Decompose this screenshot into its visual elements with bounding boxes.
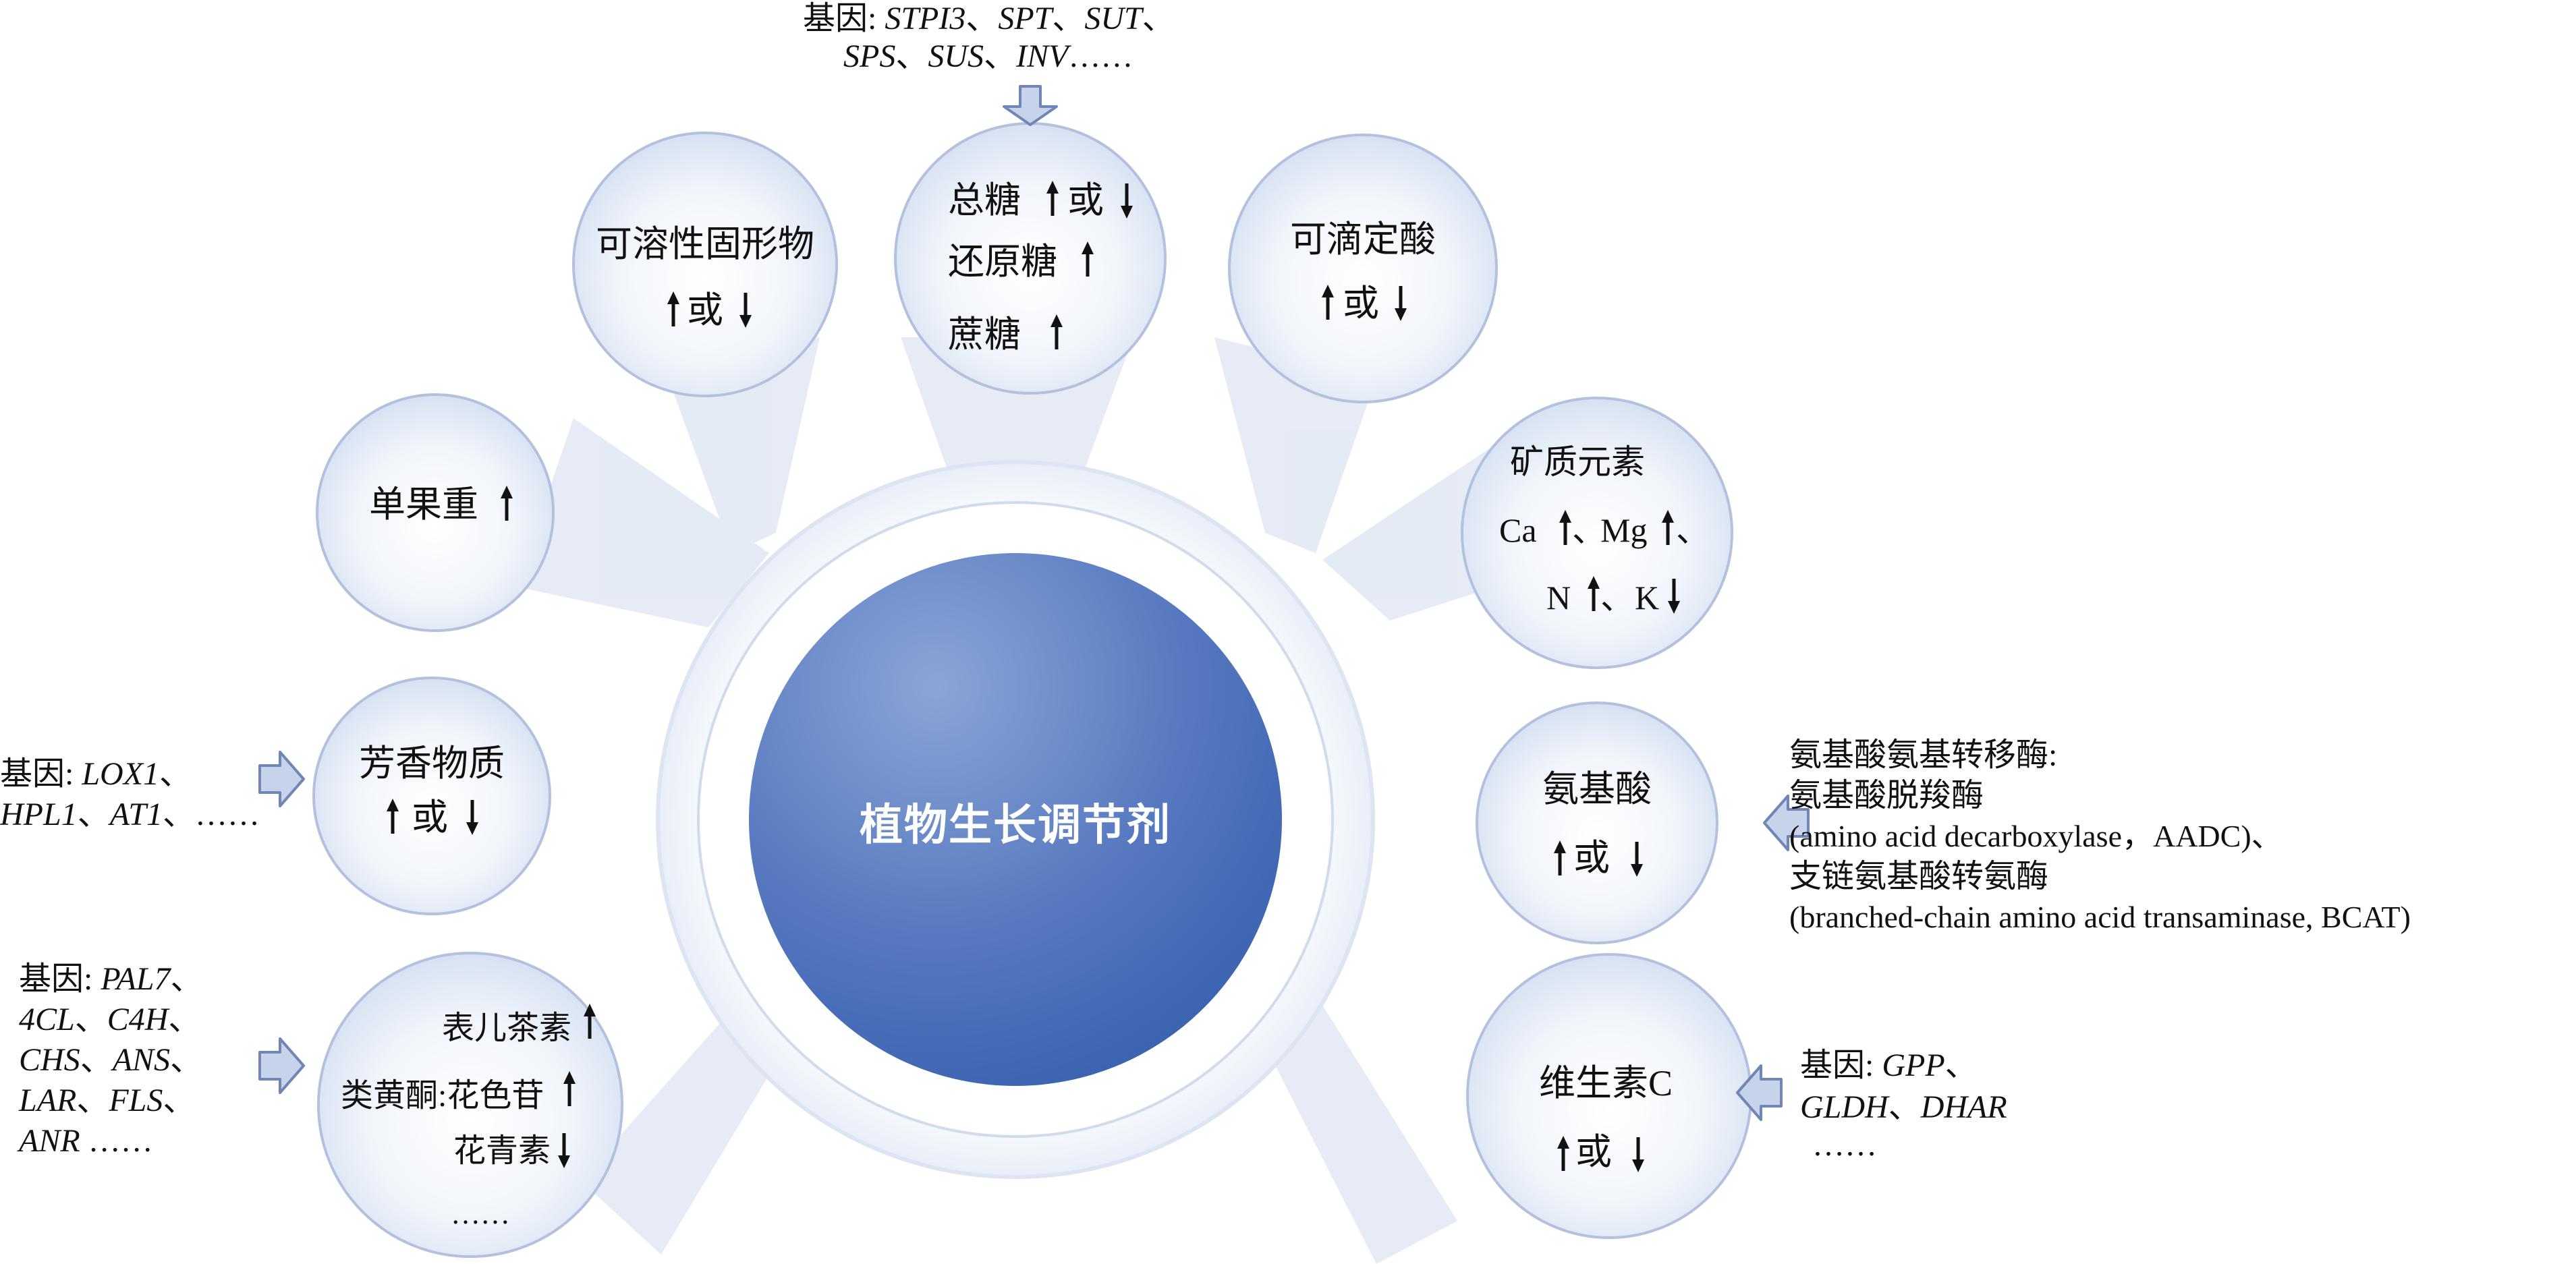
genes-flav-line3: CHS、ANS、 <box>19 1042 203 1078</box>
up-arrow-icon <box>1662 510 1674 545</box>
amino-or-label: 或 <box>1573 838 1610 878</box>
aroma-title: 芳香物质 <box>359 743 505 784</box>
genes-flav-line4: LAR、FLS、 <box>19 1083 196 1118</box>
weight-label: 单果重 <box>369 484 478 525</box>
mineral-title: 矿质元素 <box>1510 443 1645 481</box>
bubbles <box>312 122 1752 1258</box>
down-arrow-icon <box>1121 183 1133 219</box>
center-disc <box>749 553 1282 1086</box>
beam-weight <box>516 418 769 627</box>
arrow-aroma <box>258 751 305 807</box>
flav-anthocyanidin-label: 花青素 <box>453 1133 551 1169</box>
ta-or-label: 或 <box>1343 283 1379 324</box>
genes-aroma-line2: HPL1、AT1、…… <box>0 797 260 832</box>
arrow-sugar <box>1003 85 1058 126</box>
down-arrow-icon <box>739 293 752 328</box>
mineral-sep: 、 <box>1600 579 1634 616</box>
enzyme-amino-line1: 氨基酸氨基转移酶: <box>1789 737 2058 773</box>
up-arrow-icon <box>1588 576 1600 611</box>
bubble-aroma <box>312 677 551 915</box>
up-arrow-icon <box>501 486 513 521</box>
genes-sugar-line2: SPS、SUS、INV…… <box>843 38 1133 74</box>
down-arrow-icon <box>466 800 478 835</box>
mineral-sep: 、 <box>1676 511 1710 549</box>
genes-sugar-line1: 基因: STPI3、SPT、SUT、 <box>803 1 1175 36</box>
mineral-n: N <box>1546 579 1571 616</box>
vitc-title: 维生素C <box>1538 1063 1673 1103</box>
enzyme-amino-line5: (branched-chain amino acid transaminase,… <box>1789 900 2411 934</box>
up-arrow-icon <box>1046 181 1059 216</box>
down-arrow-icon <box>1395 286 1407 321</box>
genes-vitc-more: …… <box>1812 1127 1877 1163</box>
genes-flav-line2: 4CL、C4H、 <box>19 1002 201 1037</box>
down-arrow-icon <box>558 1133 570 1168</box>
center-title: 植物生长调节剂 <box>860 801 1171 849</box>
flav-epicatechin-label: 表儿茶素 <box>442 1010 572 1046</box>
tss-title: 可溶性固形物 <box>596 224 814 264</box>
down-arrow-icon <box>1632 1137 1644 1172</box>
ta-title: 可滴定酸 <box>1290 219 1436 260</box>
up-arrow-icon <box>1557 1136 1569 1171</box>
sugar-reducing-label: 还原糖 <box>948 241 1057 282</box>
up-arrow-icon <box>584 1004 596 1039</box>
sugar-or-label: 或 <box>1067 180 1104 221</box>
sugar-sucrose-label: 蔗糖 <box>948 314 1021 355</box>
vitc-or-label: 或 <box>1575 1132 1612 1172</box>
down-arrow-icon <box>1668 579 1680 614</box>
genes-aroma-line1: 基因: LOX1、 <box>0 756 192 792</box>
flav-more-label: …… <box>451 1197 510 1230</box>
enzyme-amino-line2: 氨基酸脱羧酶 <box>1789 778 1984 813</box>
mineral-sep: 、 <box>1572 511 1606 549</box>
flav-anthocyanin-label: 类黄酮:花色苷 <box>341 1078 544 1114</box>
enzyme-amino-line4: 支链氨基酸转氨酶 <box>1789 859 2049 894</box>
bubble-tss <box>572 132 838 397</box>
up-arrow-icon <box>1554 840 1566 875</box>
mineral-ca: Ca <box>1499 511 1537 549</box>
genes-flav-line5: ANR …… <box>19 1123 153 1159</box>
up-arrow-icon <box>1051 314 1063 349</box>
trend-arrows <box>387 181 1680 1172</box>
block-arrows <box>258 85 1810 1121</box>
bubble-weight <box>316 393 555 632</box>
genes-vitc-line2: GLDH、DHAR <box>1800 1089 2007 1125</box>
arrow-amino <box>1763 795 1810 851</box>
bubble-flav <box>317 952 623 1258</box>
mineral-k: K <box>1635 579 1660 616</box>
amino-title: 氨基酸 <box>1542 769 1652 809</box>
bubble-mineral <box>1461 397 1733 669</box>
bubble-amino <box>1476 701 1718 944</box>
tss-or-label: 或 <box>687 290 723 331</box>
up-arrow-icon <box>667 291 679 326</box>
up-arrow-icon <box>387 799 399 834</box>
mineral-mg: Mg <box>1600 511 1648 549</box>
up-arrow-icon <box>563 1071 576 1106</box>
up-arrow-icon <box>1559 510 1571 545</box>
central-hub <box>656 460 1375 1179</box>
beam-vitc <box>1268 1005 1457 1264</box>
up-arrow-icon <box>1082 241 1094 277</box>
arrow-flav <box>258 1037 305 1094</box>
aroma-or-label: 或 <box>412 797 448 838</box>
down-arrow-icon <box>1631 842 1643 877</box>
up-arrow-icon <box>1322 285 1334 320</box>
bubble-ta <box>1228 134 1498 403</box>
genes-flav-line1: 基因: PAL7、 <box>19 961 203 997</box>
genes-vitc-line1: 基因: GPP、 <box>1800 1047 1978 1083</box>
arrow-vitc <box>1736 1064 1783 1121</box>
enzyme-amino-line3: (amino acid decarboxylase，AADC)、 <box>1789 819 2283 853</box>
sugar-total-label: 总糖 <box>948 180 1021 221</box>
beam-flav <box>580 998 783 1255</box>
